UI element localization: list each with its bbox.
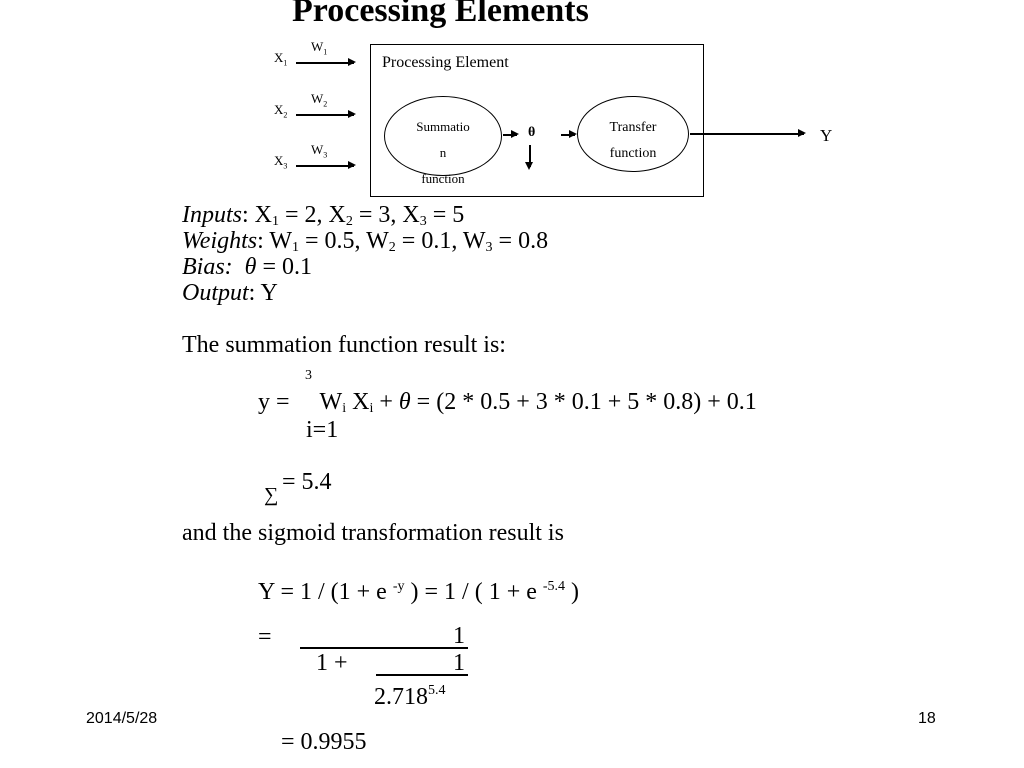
summation-function-label: Summatio n function	[416, 119, 470, 186]
sigmoid-intro: and the sigmoid transformation result is	[182, 520, 564, 546]
output-arrow	[690, 130, 806, 136]
transfer-function-label: Transfer function	[609, 120, 657, 161]
sigma-symbol: ∑	[264, 484, 279, 506]
input-x2-arrow	[296, 111, 356, 117]
bias-line: Bias: θ = 0.1	[182, 254, 313, 280]
sigmoid-equals: =	[258, 624, 272, 650]
final-result: = 0.9955	[281, 729, 367, 755]
weights-line: Weights: W1 = 0.5, W2 = 0.1, W3 = 0.8	[182, 228, 549, 255]
weight-w1-label: W1	[311, 39, 328, 57]
inner-fraction-denominator: 2.7185.4	[374, 683, 446, 710]
sigmoid-equation-1: Y = 1 / (1 + e -y ) = 1 / ( 1 + e -5.4 )	[258, 579, 580, 605]
input-x1-label: X1	[274, 50, 288, 68]
footer-page-number: 18	[918, 710, 936, 727]
output-y-label: Y	[820, 126, 833, 145]
inputs-line: Inputs: X1 = 2, X2 = 3, X3 = 5	[182, 202, 465, 229]
inner-fraction-numerator: 1	[453, 650, 465, 676]
theta-label: θ	[528, 125, 536, 140]
input-x3-arrow	[296, 162, 356, 168]
summation-ellipse	[384, 96, 502, 176]
summation-to-theta-arrow	[503, 131, 519, 137]
fraction-numerator: 1	[453, 623, 465, 649]
input-x3-label: X3	[274, 153, 288, 171]
sum-lower-limit: i=1	[306, 417, 339, 443]
inner-fraction-bar	[376, 674, 468, 676]
input-x2-label: X2	[274, 102, 288, 120]
processing-element-box	[370, 44, 704, 197]
summation-equation: y = Wi Xi + θ = (2 * 0.5 + 3 * 0.1 + 5 *…	[258, 389, 757, 416]
footer-date: 2014/5/28	[86, 710, 158, 727]
output-line: Output: Y	[182, 280, 278, 306]
sum-upper-limit: 3	[305, 368, 312, 383]
summation-intro: The summation function result is:	[182, 332, 506, 358]
input-x1-arrow	[296, 59, 356, 65]
fraction-denominator-left: 1 +	[316, 650, 348, 676]
theta-to-transfer-arrow	[561, 131, 577, 137]
processing-element-title: Processing Element	[382, 54, 509, 71]
weight-w3-label: W3	[311, 142, 328, 160]
fraction-bar	[300, 647, 468, 649]
summation-result: = 5.4	[282, 469, 332, 495]
theta-down-arrow	[526, 145, 532, 170]
weight-w2-label: W2	[311, 91, 328, 109]
slide-title: Processing Elements	[292, 0, 589, 29]
transfer-ellipse	[577, 96, 689, 172]
